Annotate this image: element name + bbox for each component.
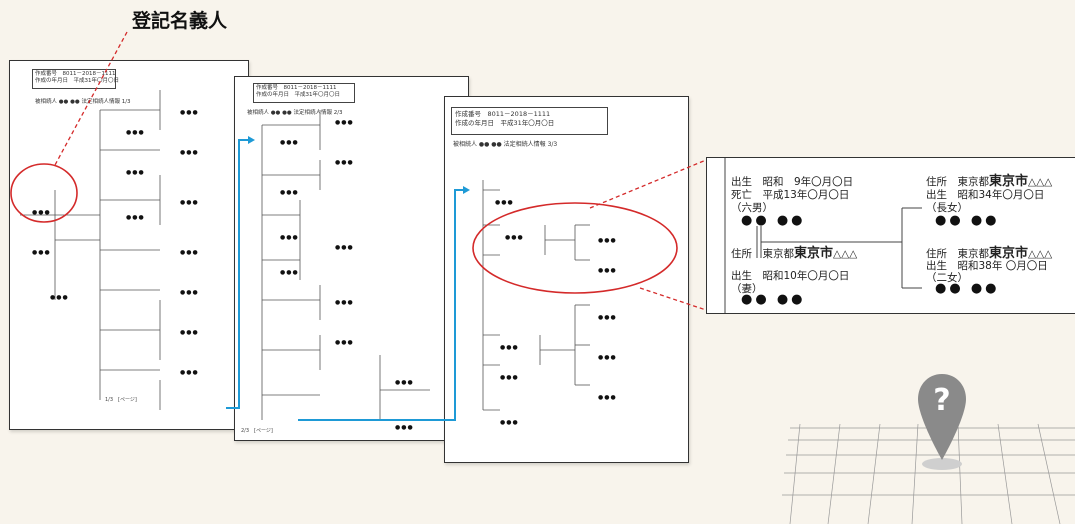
sheet-footer: 2/3 [ページ] <box>241 428 273 434</box>
sheet1-name: ●●● <box>126 169 145 176</box>
zoom-detail-panel: 出生 昭和 9年〇月〇日 死亡 平成13年〇月〇日 （六男） ●● ●● 住所 … <box>706 157 1075 314</box>
sheet3-tree <box>482 180 590 411</box>
sheet2-name: ●●● <box>280 269 299 276</box>
sheet1-name: ●●● <box>180 369 199 376</box>
sheet3-name: ●●● <box>500 374 519 381</box>
sheet1-tree <box>20 90 161 410</box>
doc-date: 作成の年月日 平成31年〇月〇日 <box>256 92 340 98</box>
daughter1-birth: 出生 昭和34年〇月〇日 <box>926 189 1045 201</box>
sheet2-name: ●●● <box>395 379 414 386</box>
daughter1-address: 住所 東京都東京市△△△ <box>926 174 1053 189</box>
daughter2-address: 住所 東京都東京市△△△ <box>926 246 1053 261</box>
sheet-heading: 被相続人 ●● ●● 法定相続人情報 2/3 <box>247 110 343 116</box>
sheet3-name: ●●● <box>500 419 519 426</box>
spouse-birth: 出生 昭和10年〇月〇日 <box>731 270 850 282</box>
sheet1-name: ●●● <box>32 249 51 256</box>
sheet1-name: ●●● <box>126 129 145 136</box>
sheet-footer: 1/3 [ページ] <box>105 397 137 403</box>
doc-number: 作成番号 8011－2018－1111 <box>256 85 337 91</box>
sheet1-name: ●●● <box>126 214 145 221</box>
daughter2-name: ●● ●● <box>935 281 1000 296</box>
doc-date: 作成の年月日 平成31年〇月〇日 <box>35 78 119 84</box>
deceased-name: ●● ●● <box>741 213 806 228</box>
sheet1-name: ●●● <box>180 249 199 256</box>
sheet2-name: ●●● <box>335 119 354 126</box>
deceased-birth: 出生 昭和 9年〇月〇日 <box>731 176 854 188</box>
doc-number: 作成番号 8011－2018－1111 <box>35 71 116 77</box>
sheet1-name: ●●● <box>32 209 51 216</box>
sheet3-name: ●●● <box>598 237 617 244</box>
zoom-source-ellipse <box>472 202 678 294</box>
sheet-heading: 被相続人 ●● ●● 法定相続人情報 3/3 <box>453 141 558 148</box>
sheet-heading: 被相続人 ●● ●● 法定相続人情報 1/3 <box>35 99 131 105</box>
sheet2-name: ●●● <box>335 299 354 306</box>
sheet1-name: ●●● <box>180 289 199 296</box>
question-pin-icon: ? <box>916 372 968 468</box>
sheet3-name: ●●● <box>500 344 519 351</box>
zoom-tree-lines <box>724 158 922 313</box>
spouse-relation: （妻） <box>731 283 763 295</box>
doc-number-box <box>32 69 116 89</box>
doc-number-box <box>253 83 355 103</box>
sheet2-name: ●●● <box>280 189 299 196</box>
sheet2-name: ●●● <box>335 244 354 251</box>
sheet2-name: ●●● <box>280 139 299 146</box>
sheet3-name: ●●● <box>598 354 617 361</box>
registered-person-ellipse <box>10 163 78 223</box>
doc-date: 作成の年月日 平成31年〇月〇日 <box>455 119 555 127</box>
daughter1-relation: （長女） <box>926 202 968 214</box>
pin-symbol: ? <box>933 383 950 418</box>
spouse-address: 住所 東京都東京市△△△ <box>731 246 858 261</box>
daughter1-name: ●● ●● <box>935 213 1000 228</box>
deceased-relation: （六男） <box>731 202 773 214</box>
sheet-link-arrows <box>226 136 470 421</box>
pin-shadow <box>922 458 962 470</box>
spouse-name: ●● ●● <box>741 292 806 307</box>
sheet1-name: ●●● <box>180 199 199 206</box>
sheet2-name: ●●● <box>280 234 299 241</box>
sheet3-name: ●●● <box>598 394 617 401</box>
registered-person-label: 登記名義人 <box>132 10 228 32</box>
daughter2-birth: 出生 昭和38年 〇月〇日 <box>926 260 1048 272</box>
sheet2-name: ●●● <box>335 159 354 166</box>
sheet2-tree <box>261 110 430 420</box>
daughter2-relation: （二女） <box>926 272 968 284</box>
sheet1-name: ●●● <box>50 294 69 301</box>
sheet1-name: ●●● <box>180 149 199 156</box>
deceased-death: 死亡 平成13年〇月〇日 <box>731 189 850 201</box>
sheet1-name: ●●● <box>180 329 199 336</box>
register-sheet-2: 作成番号 8011－2018－1111 作成の年月日 平成31年〇月〇日 被相続… <box>234 76 469 441</box>
callout-lines <box>54 31 707 311</box>
sheet3-name: ●●● <box>598 267 617 274</box>
sheet3-name: ●●● <box>505 234 524 241</box>
doc-number: 作成番号 8011－2018－1111 <box>455 110 551 118</box>
sheet2-name: ●●● <box>395 424 414 431</box>
sheet1-name: ●●● <box>180 109 199 116</box>
doc-number-box <box>451 107 608 135</box>
sheet3-name: ●●● <box>598 314 617 321</box>
sheet3-name: ●●● <box>495 199 514 206</box>
sheet2-name: ●●● <box>335 339 354 346</box>
